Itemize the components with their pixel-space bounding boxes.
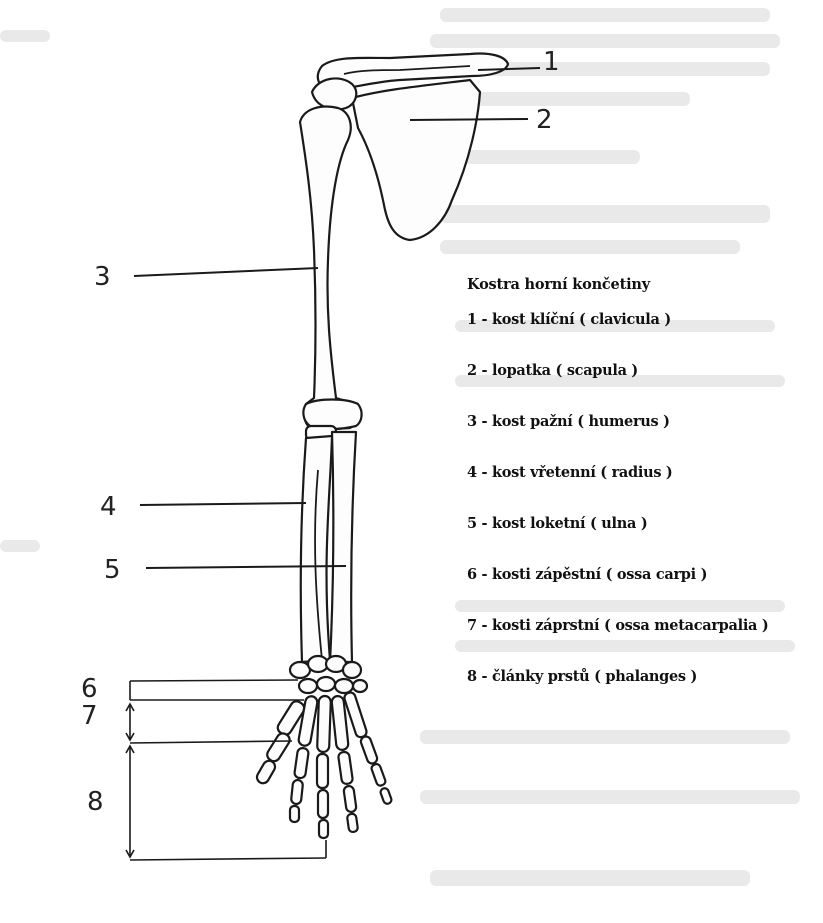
shoulder-joint: [312, 78, 356, 109]
callout-number-1: 1: [543, 47, 560, 77]
legend-item-ulna: 5 - kost loketní ( ulna ): [467, 515, 817, 566]
legend-box: Kostra horní končetiny 1 - kost klíční (…: [467, 276, 817, 719]
carpal-bones: [290, 656, 367, 693]
legend-item-clavicula: 1 - kost klíční ( clavicula ): [467, 311, 817, 362]
leader-line-3: [134, 268, 318, 276]
legend-item-scapula: 2 - lopatka ( scapula ): [467, 362, 817, 413]
middle-finger-bones: [317, 696, 331, 838]
callout-number-2: 2: [536, 105, 553, 135]
leader-line-4: [140, 503, 306, 505]
callout-number-3: 3: [94, 262, 111, 292]
legend-item-ossa-carpi: 6 - kosti zápěstní ( ossa carpi ): [467, 566, 817, 617]
callout-number-4: 4: [100, 492, 117, 522]
callout-number-8: 8: [87, 787, 104, 817]
callout-number-6: 6: [81, 674, 98, 704]
scapula-bone: [352, 80, 480, 240]
callout-number-5: 5: [104, 555, 121, 585]
leader-line-2: [410, 119, 528, 120]
callout-number-7: 7: [81, 701, 98, 731]
elbow-joint: [303, 400, 361, 430]
legend-title: Kostra horní končetiny: [467, 276, 817, 293]
legend-item-ossa-metacarpalia: 7 - kosti záprstní ( ossa metacarpalia ): [467, 617, 817, 668]
legend-item-radius: 4 - kost vřetenní ( radius ): [467, 464, 817, 515]
ulna-bone: [330, 432, 356, 662]
legend-item-humerus: 3 - kost pažní ( humerus ): [467, 413, 817, 464]
legend-item-phalanges: 8 - články prstů ( phalanges ): [467, 668, 817, 719]
